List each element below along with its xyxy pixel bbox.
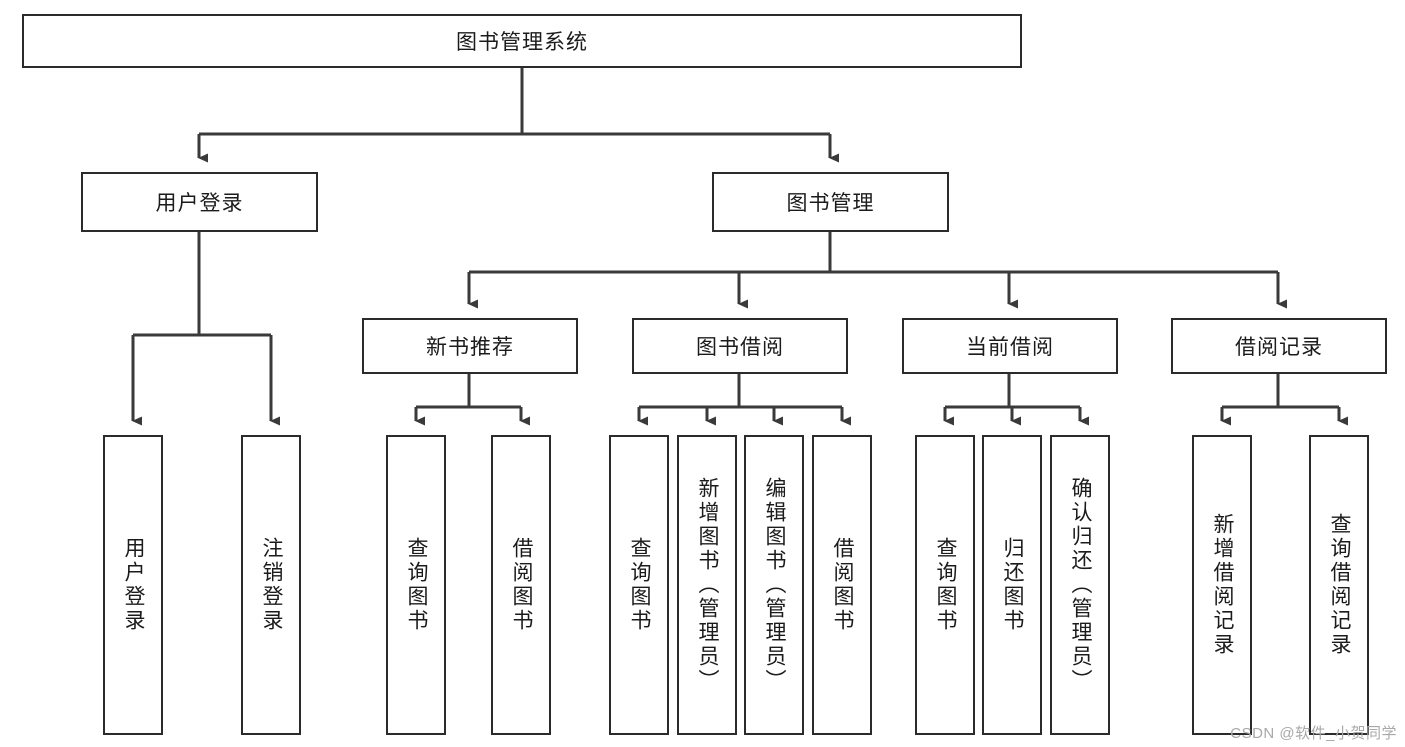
node-leaf-borrow-book-1[interactable]: 借阅图书	[491, 435, 551, 735]
node-label: 借阅图书	[831, 537, 855, 633]
node-leaf-query-book-2[interactable]: 查询图书	[609, 435, 669, 735]
node-label: 查询图书	[628, 537, 652, 633]
node-label: 归还图书	[1001, 537, 1025, 633]
node-leaf-logout-login[interactable]: 注销登录	[241, 435, 301, 735]
node-label: 查询借阅记录	[1328, 513, 1352, 657]
node-root-system[interactable]: 图书管理系统	[22, 14, 1022, 68]
node-label: 用户登录	[122, 537, 146, 633]
node-borrow-record[interactable]: 借阅记录	[1171, 318, 1387, 374]
node-new-book-recommend[interactable]: 新书推荐	[362, 318, 578, 374]
node-leaf-user-login[interactable]: 用户登录	[103, 435, 163, 735]
node-label: 新增图书（管理员）	[696, 477, 720, 693]
node-label: 借阅图书	[510, 537, 534, 633]
node-leaf-borrow-book-2[interactable]: 借阅图书	[812, 435, 872, 735]
node-current-borrow[interactable]: 当前借阅	[902, 318, 1118, 374]
node-book-borrow[interactable]: 图书借阅	[632, 318, 848, 374]
node-label: 注销登录	[260, 537, 284, 633]
node-label: 新书推荐	[426, 336, 514, 359]
node-label: 确认归还（管理员）	[1069, 477, 1093, 693]
node-leaf-add-borrow-record[interactable]: 新增借阅记录	[1192, 435, 1252, 735]
node-label: 图书管理系统	[456, 31, 588, 54]
node-leaf-query-book-3[interactable]: 查询图书	[915, 435, 975, 735]
node-leaf-query-borrow-record[interactable]: 查询借阅记录	[1309, 435, 1369, 735]
node-leaf-return-book[interactable]: 归还图书	[982, 435, 1042, 735]
node-leaf-confirm-return-admin[interactable]: 确认归还（管理员）	[1050, 435, 1110, 735]
node-label: 图书借阅	[696, 336, 784, 359]
node-label: 用户登录	[155, 192, 244, 215]
node-label: 编辑图书（管理员）	[763, 477, 787, 693]
node-book-management[interactable]: 图书管理	[712, 172, 949, 232]
node-label: 查询图书	[934, 537, 958, 633]
node-label: 图书管理	[786, 192, 875, 215]
node-user-login[interactable]: 用户登录	[81, 172, 318, 232]
node-label: 查询图书	[405, 537, 429, 633]
node-label: 新增借阅记录	[1211, 513, 1235, 657]
node-leaf-edit-book-admin[interactable]: 编辑图书（管理员）	[744, 435, 804, 735]
node-label: 借阅记录	[1235, 336, 1323, 359]
node-leaf-add-book-admin[interactable]: 新增图书（管理员）	[677, 435, 737, 735]
node-leaf-query-book-1[interactable]: 查询图书	[386, 435, 446, 735]
node-label: 当前借阅	[966, 336, 1054, 359]
